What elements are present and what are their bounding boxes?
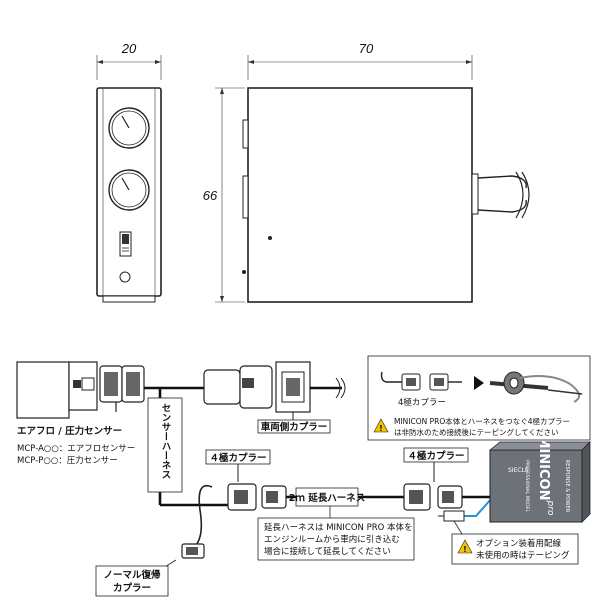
left-4pin-coupler: ４極カプラー: [205, 449, 287, 511]
warning-icon: [373, 418, 389, 433]
vehicle-coupler-group: 車両側カプラー: [203, 361, 346, 434]
option-wire: [438, 497, 493, 535]
extension-note-3: 場合に接続して延長してください: [264, 546, 391, 557]
right-4pin-label: ４極カプラー: [407, 450, 464, 462]
sensor-unit: [16, 361, 145, 419]
device-tag: PROFESSIONAL MODEL: [524, 460, 530, 513]
side-width-dimension: 70: [247, 41, 473, 80]
device-pro: pro: [545, 500, 555, 516]
sensor-description: エアフロ / 圧力センサー MCP-A○○：エアフロセンサー MCP-P○○：圧…: [17, 425, 135, 466]
inset-coupler-label: 4極カプラー: [398, 397, 446, 408]
minicon-device: MINICON RESPONSE & POWER PROFESSIONAL MO…: [488, 436, 591, 523]
right-4pin-coupler: ４極カプラー: [403, 447, 492, 511]
sensor-line-1: MCP-A○○：エアフロセンサー: [17, 444, 135, 454]
sensor-harness-label: センサーハーネス: [160, 403, 172, 479]
sensor-title: エアフロ / 圧力センサー: [17, 425, 122, 437]
inset-note-1: MINICON PRO本体とハーネスをつなぐ4極カプラー: [394, 416, 570, 426]
vehicle-coupler-label: 車両側カプラー: [261, 421, 328, 433]
device-maker: SIECLE: [508, 467, 529, 474]
extension-note-1: 延長ハーネスは MINICON PRO 本体を: [264, 522, 413, 533]
option-note-2: 未使用の時はテーピング: [476, 550, 570, 561]
front-width-label: 20: [121, 41, 137, 56]
extension-harness: 2ｍ 延長ハーネス 延長ハーネスは MINICON PRO 本体を エンジンルー…: [257, 487, 415, 561]
height-label: 66: [203, 188, 218, 203]
led-icon: [119, 271, 131, 283]
sensor-harness: センサーハーネス: [144, 386, 232, 507]
left-4pin-label: ４極カプラー: [209, 452, 266, 464]
normal-return-line-2: カプラー: [113, 582, 151, 594]
option-note: ! オプション装着用配線 未使用の時はテーピング: [451, 533, 579, 565]
device-sub: RESPONSE & POWER: [564, 460, 570, 513]
svg-text:!: !: [379, 424, 383, 433]
arrow-right-icon: [474, 376, 484, 390]
option-note-1: オプション装着用配線: [476, 538, 562, 549]
side-width-label: 70: [359, 41, 374, 56]
extension-note-2: エンジンルームから車内に引き込む: [264, 534, 400, 545]
front-view: [96, 87, 162, 303]
front-width-dimension: 20: [96, 41, 162, 80]
inset-taping-note: 4極カプラー ! MINICON PRO本体とハーネスをつなぐ4極カプラー は非…: [367, 355, 591, 441]
sensor-line-2: MCP-P○○：圧力センサー: [17, 455, 118, 466]
connector-icon: [443, 510, 465, 522]
device-brand: MINICON: [536, 436, 551, 501]
height-dimension: 66: [203, 87, 245, 303]
inset-note-2: は非防水のため接続後にテーピングしてください: [394, 427, 559, 437]
side-view: [242, 87, 530, 303]
normal-return-coupler: ノーマル復帰 カプラー: [95, 485, 213, 597]
normal-return-line-1: ノーマル復帰: [103, 569, 161, 581]
svg-text:!: !: [463, 545, 467, 554]
extension-harness-label: 2ｍ 延長ハーネス: [289, 492, 365, 504]
warning-icon: [457, 539, 473, 554]
